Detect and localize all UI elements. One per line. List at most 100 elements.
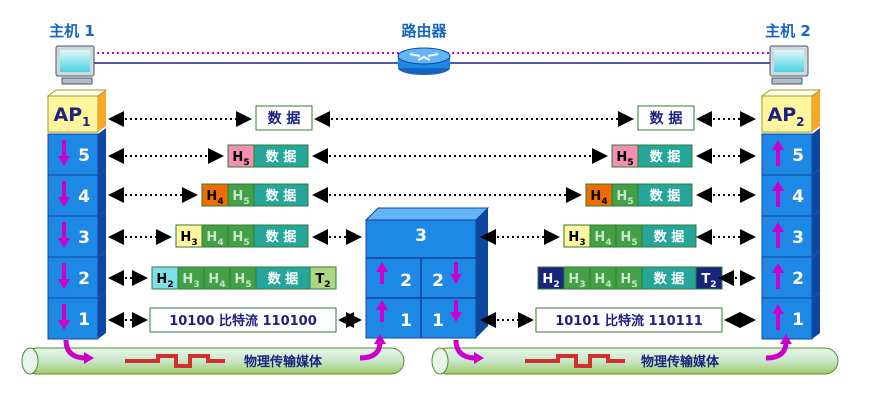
svg-text:数 据: 数 据 [266, 188, 297, 204]
data-box [637, 105, 695, 131]
layer-box: 1 [47, 292, 106, 340]
svg-text:H5: H5 [232, 150, 249, 168]
layer-box: 4 [47, 169, 106, 217]
layer-box: 1 [761, 292, 820, 340]
down-arrow-icon [453, 339, 477, 361]
svg-text:H4: H4 [594, 230, 611, 248]
bitstream-box [535, 307, 723, 333]
up-arrow-icon [772, 222, 784, 248]
up-arrow-icon [359, 341, 383, 361]
layer-number: 3 [792, 228, 804, 248]
data-segment: 数 据 [255, 266, 311, 290]
svg-text:H4: H4 [208, 272, 225, 290]
svg-text:T2: T2 [701, 272, 716, 290]
medium-label-right: 物理传输媒体 [641, 354, 720, 370]
computer-icon [55, 45, 95, 85]
layer-box: 2 [761, 251, 820, 299]
host1-label: 主机 1 [49, 22, 95, 40]
host2-stack: AP2 5 4 3 2 1 [760, 89, 822, 340]
h4-header: H4 [585, 183, 613, 207]
layer-number: 5 [792, 146, 804, 166]
up-arrow-icon [772, 181, 784, 207]
h3-header: H3 [563, 266, 591, 290]
svg-text:H5: H5 [616, 189, 633, 207]
layer-box: 5 [47, 128, 106, 176]
h4-header: H4 [201, 224, 229, 248]
h5-header: H5 [611, 144, 639, 168]
layer-number: 4 [78, 187, 90, 207]
h5-header: H5 [611, 183, 639, 207]
layer-number: 5 [78, 146, 90, 166]
layer-number: 4 [792, 187, 804, 207]
data-segment: 数 据 [253, 144, 309, 168]
h4-header: H4 [201, 183, 229, 207]
h2-header: H2 [537, 266, 565, 290]
svg-text:H3: H3 [568, 272, 585, 290]
data-segment: 数 据 [641, 224, 697, 248]
h3-header: H3 [563, 224, 591, 248]
up-arrow-icon [376, 262, 388, 322]
data-box [255, 105, 313, 131]
up-arrow-icon [772, 263, 784, 289]
h3-header: H3 [177, 266, 205, 290]
svg-text:数 据: 数 据 [266, 149, 297, 165]
layer-number: 1 [792, 310, 804, 330]
down-arrow-icon [58, 181, 70, 207]
svg-text:H5: H5 [620, 272, 637, 290]
svg-text:H2: H2 [542, 272, 559, 290]
svg-text:数 据: 数 据 [268, 271, 299, 287]
h5-header: H5 [227, 183, 255, 207]
layer-box: 5 [761, 128, 820, 176]
ap2-label: AP2 [768, 104, 805, 129]
up-arrow-icon [772, 304, 784, 330]
signal-waveform [525, 354, 625, 368]
svg-text:H3: H3 [182, 272, 199, 290]
h5-header: H5 [615, 224, 643, 248]
physical-medium-right: 物理传输媒体 [431, 347, 839, 375]
down-arrow-icon [58, 263, 70, 289]
up-arrow-icon [772, 140, 784, 166]
h5-header: H5 [227, 144, 255, 168]
t2-trailer: T2 [695, 266, 723, 290]
h5-header: H5 [227, 224, 255, 248]
bitstream-label: 10101 比特流 110111 [555, 313, 703, 329]
up-arrow-icon [765, 341, 789, 361]
layer-box: 3 [47, 210, 106, 258]
svg-text:T2: T2 [315, 272, 330, 290]
host2-label: 主机 2 [765, 22, 811, 40]
ap1-label: AP1 [54, 104, 91, 129]
data-segment: 数 据 [253, 183, 309, 207]
router-layer-2-left: 2 [400, 271, 412, 291]
data-segment: 数 据 [641, 266, 697, 290]
layer-box: 3 [761, 210, 820, 258]
down-arrow-icon [58, 222, 70, 248]
svg-text:H3: H3 [180, 230, 197, 248]
layer-number: 3 [78, 228, 90, 248]
svg-text:H3: H3 [568, 230, 585, 248]
down-arrow-icon [58, 304, 70, 330]
h4-header: H4 [589, 266, 617, 290]
down-arrow-icon [450, 262, 462, 322]
router-stack: 3 2 2 1 1 [364, 207, 490, 339]
h5-header: H5 [615, 266, 643, 290]
data-segment: 数 据 [637, 183, 693, 207]
router-layer-2-right: 2 [432, 271, 444, 291]
router-label: 路由器 [401, 22, 447, 40]
svg-text:数 据: 数 据 [266, 229, 297, 245]
svg-text:H4: H4 [594, 272, 611, 290]
data-segment: 数 据 [637, 144, 693, 168]
svg-text:H4: H4 [590, 189, 607, 207]
svg-text:H4: H4 [206, 230, 223, 248]
h5-header: H5 [229, 266, 257, 290]
svg-text:数 据: 数 据 [654, 271, 685, 287]
layer-number: 1 [78, 310, 90, 330]
svg-text:H4: H4 [206, 189, 223, 207]
svg-text:H5: H5 [234, 272, 251, 290]
h4-header: H4 [589, 224, 617, 248]
medium-label-left: 物理传输媒体 [244, 354, 323, 370]
svg-text:H2: H2 [156, 272, 173, 290]
down-arrow-icon [58, 140, 70, 166]
svg-text:H5: H5 [232, 230, 249, 248]
